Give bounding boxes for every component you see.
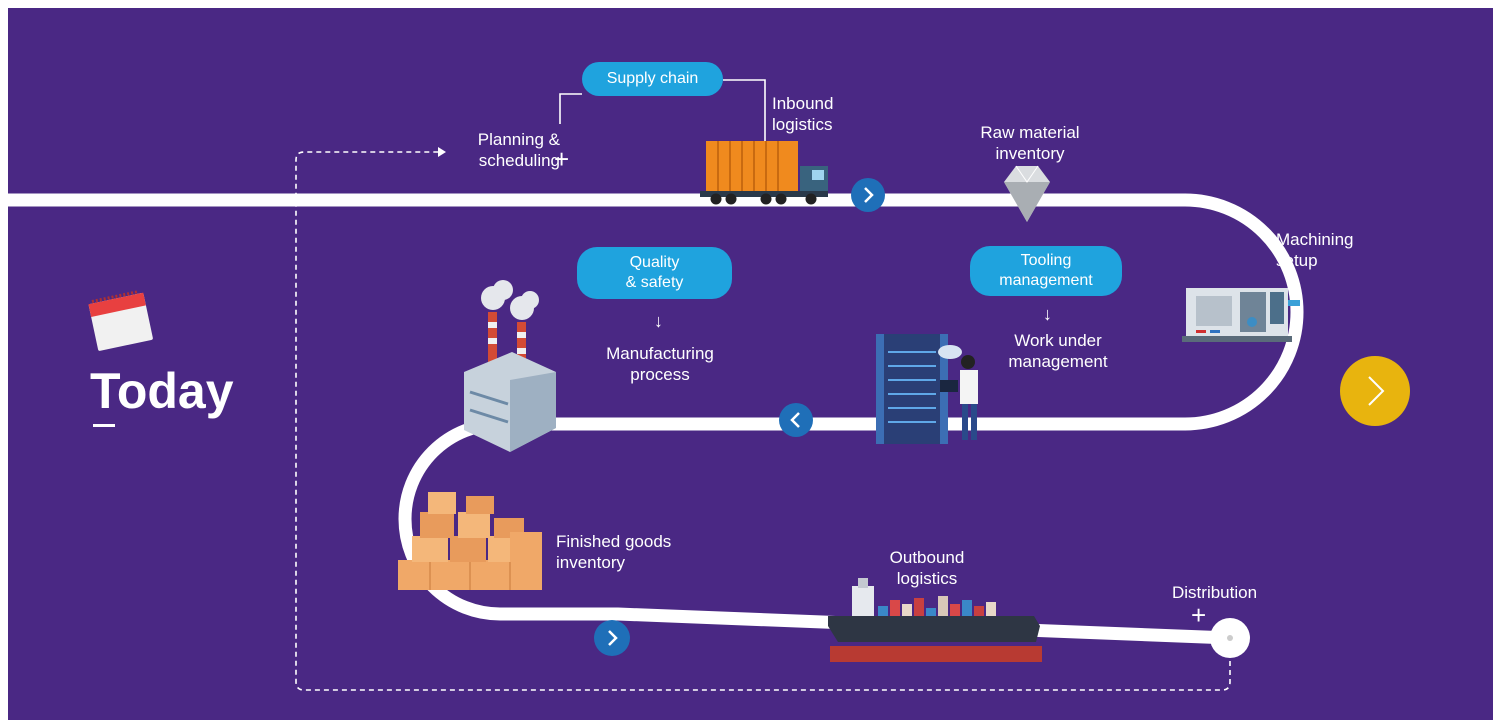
label-inbound-line2: logistics bbox=[772, 115, 833, 134]
boxes-icon bbox=[398, 492, 542, 590]
label-manufacturing-line2: process bbox=[630, 365, 690, 384]
down-arrow-icon-quality: ↓ bbox=[654, 311, 663, 331]
label-planning: Planning & scheduling bbox=[444, 129, 560, 171]
feedback-arrowhead bbox=[438, 147, 446, 157]
label-finished-line2: inventory bbox=[556, 553, 625, 572]
chevron-right-icon bbox=[1368, 376, 1385, 406]
label-inbound-line1: Inbound bbox=[772, 94, 834, 113]
label-manufacturing-process: Manufacturing process bbox=[594, 343, 726, 385]
label-raw-line1: Raw material bbox=[980, 123, 1080, 142]
cargo-ship-icon bbox=[828, 578, 1042, 662]
plus-icon-planning: + bbox=[554, 144, 570, 174]
pill-quality-safety: Quality & safety bbox=[577, 247, 732, 299]
label-raw-line2: inventory bbox=[995, 144, 1065, 163]
label-work-under-management: Work under management bbox=[996, 330, 1120, 372]
chevron-left-icon bbox=[790, 412, 800, 428]
label-finished-line1: Finished goods bbox=[556, 532, 672, 551]
chevron-right-icon bbox=[864, 187, 874, 203]
label-outbound-line1: Outbound bbox=[889, 548, 965, 567]
calendar-icon bbox=[88, 290, 153, 351]
cnc-machine-icon bbox=[1182, 288, 1300, 342]
label-work-line2: management bbox=[1008, 352, 1108, 371]
label-inbound-logistics: Inbound logistics bbox=[772, 93, 833, 135]
page-title: Today bbox=[90, 363, 234, 419]
path-next-button-bottom[interactable] bbox=[594, 620, 630, 656]
label-outbound-line2: logistics bbox=[896, 569, 958, 588]
pill-tooling-management: Tooling management bbox=[970, 246, 1122, 296]
label-finished-goods: Finished goods inventory bbox=[556, 531, 671, 573]
truck-icon bbox=[700, 141, 828, 205]
label-outbound-logistics: Outbound logistics bbox=[884, 547, 970, 589]
pill-tooling-line2: management bbox=[999, 272, 1093, 289]
pill-supply-chain-label: Supply chain bbox=[606, 70, 699, 87]
supply-chain-connector bbox=[559, 79, 766, 160]
label-machining-setup: Machining setup bbox=[1276, 229, 1354, 271]
pill-supply-chain: Supply chain bbox=[582, 62, 723, 96]
pill-tooling-line1: Tooling bbox=[1020, 252, 1072, 269]
pill-quality-line2: & safety bbox=[625, 274, 684, 291]
label-work-line1: Work under bbox=[1014, 331, 1102, 350]
label-distribution: Distribution bbox=[1172, 583, 1258, 602]
label-raw-material: Raw material inventory bbox=[972, 122, 1088, 164]
next-slide-button[interactable] bbox=[1340, 356, 1410, 426]
label-machining-line2: setup bbox=[1276, 251, 1318, 270]
server-rack-icon bbox=[876, 334, 978, 444]
label-planning-line2: scheduling bbox=[478, 151, 560, 170]
distribution-node-dot bbox=[1227, 635, 1233, 641]
factory-icon bbox=[464, 280, 556, 452]
label-machining-line1: Machining bbox=[1276, 230, 1354, 249]
title-underline bbox=[93, 424, 115, 427]
down-arrow-icon-tooling: ↓ bbox=[1043, 304, 1052, 324]
pill-quality-line1: Quality bbox=[629, 254, 680, 271]
path-prev-button-middle[interactable] bbox=[779, 403, 813, 437]
path-next-button-top[interactable] bbox=[851, 178, 885, 212]
feedback-loop-line bbox=[295, 151, 1231, 691]
chevron-right-icon bbox=[608, 630, 618, 646]
plus-icon-distribution: + bbox=[1191, 600, 1207, 630]
label-manufacturing-line1: Manufacturing bbox=[606, 344, 714, 363]
label-planning-line1: Planning & bbox=[477, 130, 560, 149]
diamond-icon bbox=[1004, 165, 1050, 222]
background-panel bbox=[8, 8, 1493, 720]
